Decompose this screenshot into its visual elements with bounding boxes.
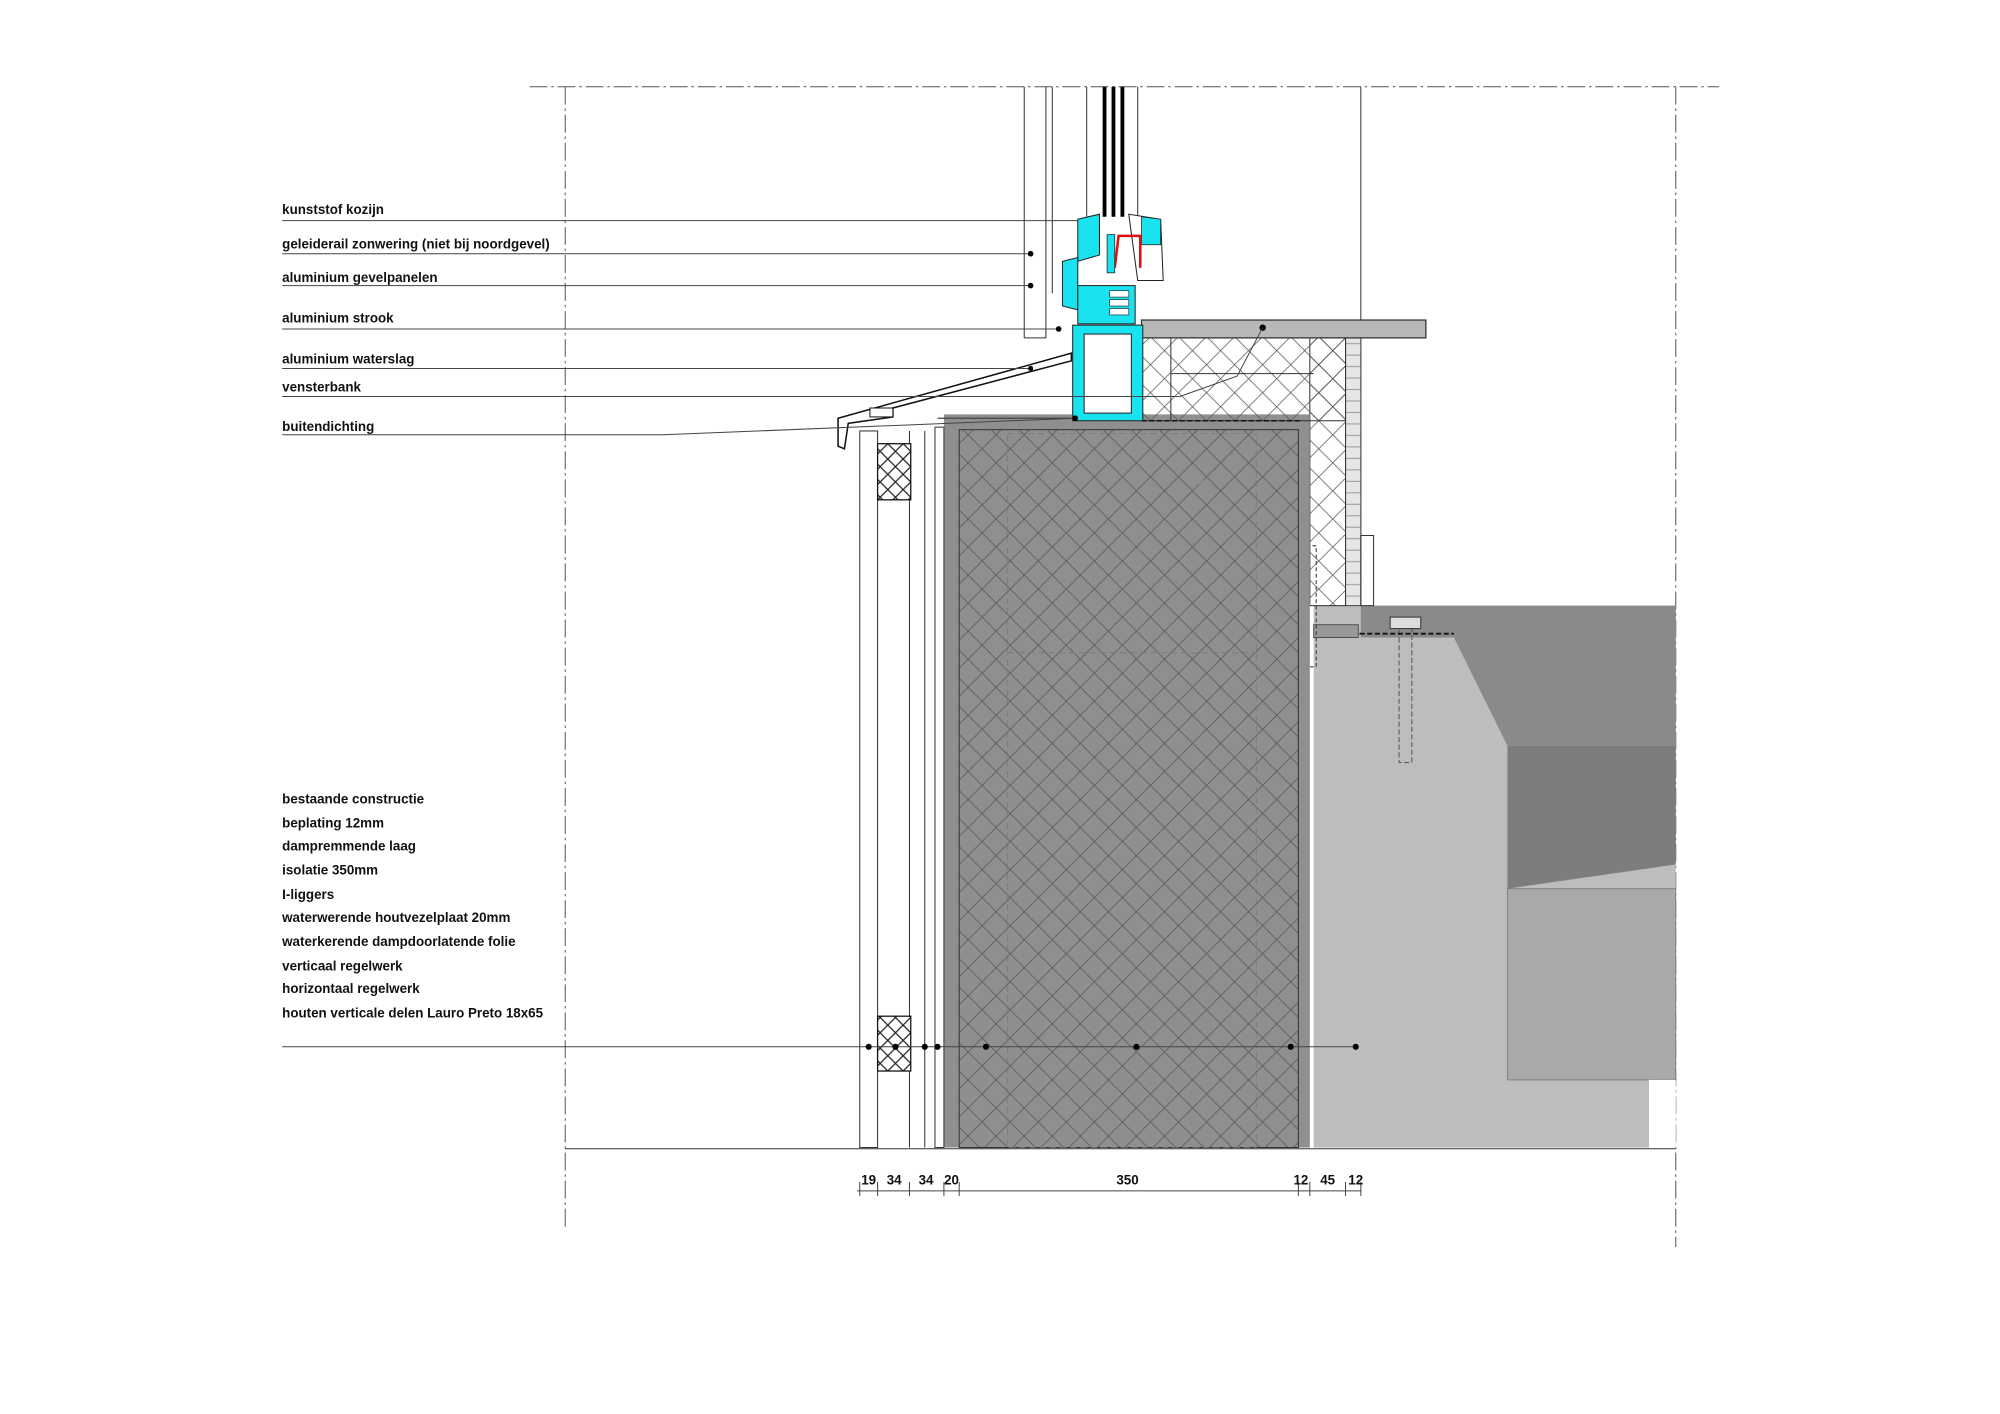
label-gevelpanelen: aluminium gevelpanelen [282, 270, 437, 285]
layer-label: beplating 12mm [282, 815, 384, 830]
aluminium-waterslag [837, 352, 1073, 450]
facade-cladding [859, 430, 926, 1149]
dimension-label: 45 [1320, 1172, 1335, 1187]
layer-label: dampremmende laag [282, 838, 416, 853]
layer-label: waterkerende dampdoorlatende folie [281, 934, 515, 949]
sill-insulation [1141, 337, 1347, 422]
plastic-window-frame [1061, 86, 1164, 422]
label-strook: aluminium strook [282, 311, 394, 326]
dimension-line: 19 34 34 20 350 12 45 12 [857, 1172, 1363, 1196]
top-annotations: kunststof kozijn geleiderail zonwering (… [282, 202, 1264, 436]
layer-label: verticaal regelwerk [282, 958, 403, 973]
layer-label: waterwerende houtvezelplaat 20mm [281, 910, 510, 925]
layer-label: isolatie 350mm [282, 863, 378, 878]
dimension-label: 19 [861, 1172, 876, 1187]
label-kunststof-kozijn: kunststof kozijn [282, 202, 384, 217]
brick-column [1345, 337, 1362, 607]
window-sill [1140, 319, 1427, 339]
dimension-label: 34 [919, 1172, 934, 1187]
dimension-label: 20 [944, 1172, 959, 1187]
label-waterslag: aluminium waterslag [282, 351, 414, 366]
dimension-label: 12 [1348, 1172, 1363, 1187]
dimension-label: 12 [1293, 1172, 1308, 1187]
dimension-label: 34 [887, 1172, 902, 1187]
insulation-package [934, 414, 1310, 1149]
existing-construction [1313, 605, 1677, 1148]
label-vensterbank: vensterbank [282, 379, 361, 394]
layer-label: horizontaal regelwerk [282, 981, 420, 996]
layer-label: I-liggers [282, 887, 334, 902]
label-geleiderail: geleiderail zonwering (niet bij noordgev… [282, 237, 550, 252]
label-buitendichting: buitendichting [282, 419, 374, 434]
dimension-label: 350 [1116, 1172, 1138, 1187]
aluminium-facade-panels [1023, 86, 1053, 339]
layer-annotations: bestaande constructie beplating 12mm dam… [281, 791, 1359, 1050]
layer-label: houten verticale delen Lauro Preto 18x65 [282, 1005, 543, 1020]
layer-label: bestaande constructie [282, 791, 424, 806]
